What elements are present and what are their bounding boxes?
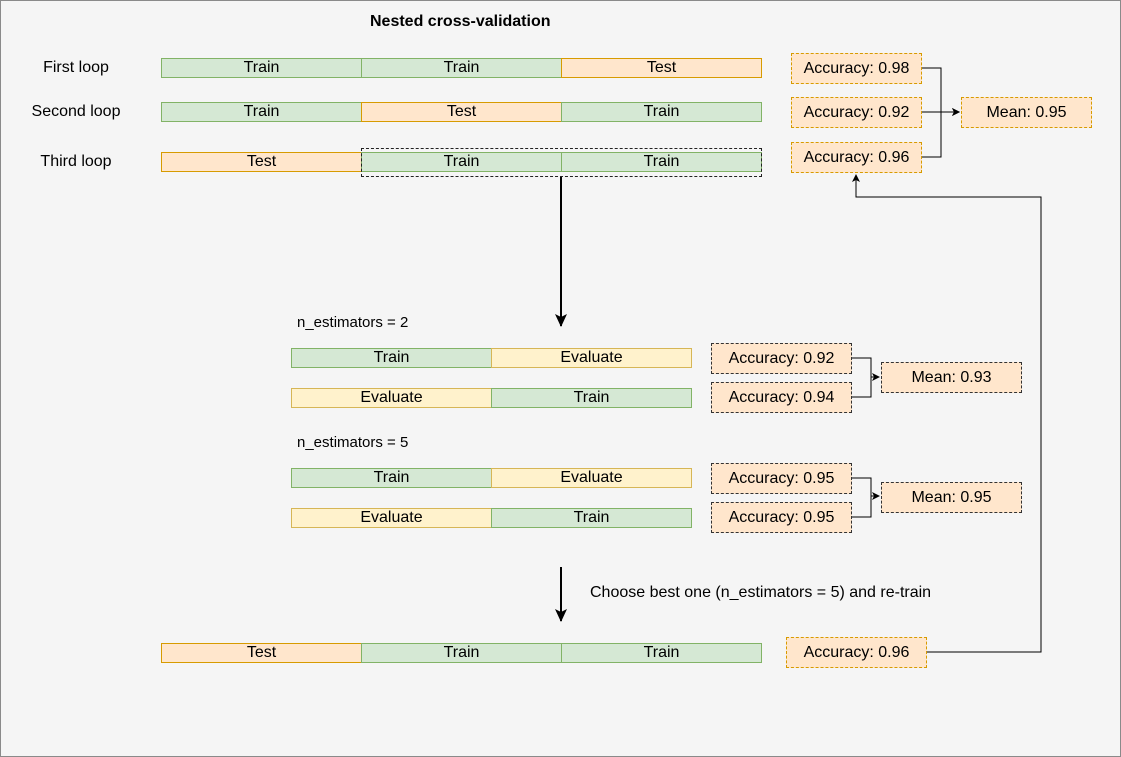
row-label-first-loop: First loop — [43, 59, 109, 76]
final-accuracy-box: Accuracy: 0.96 — [786, 637, 927, 668]
fold-test: Test — [161, 643, 362, 663]
connector-acc3-mean — [921, 112, 942, 158]
accuracy-box: Accuracy: 0.96 — [791, 142, 922, 173]
fold-evaluate: Evaluate — [291, 388, 492, 408]
fold-train: Train — [361, 58, 562, 78]
mean-box: Mean: 0.95 — [961, 97, 1092, 128]
connector-inner1-acc1 — [851, 357, 880, 381]
fold-train: Train — [561, 102, 762, 122]
fold-train: Train — [491, 508, 692, 528]
fold-evaluate: Evaluate — [491, 348, 692, 368]
accuracy-box: Accuracy: 0.95 — [711, 463, 852, 494]
fold-train: Train — [291, 348, 492, 368]
row-label-second-loop: Second loop — [31, 103, 121, 120]
accuracy-box: Accuracy: 0.98 — [791, 53, 922, 84]
fold-train: Train — [161, 58, 362, 78]
diagram-title: Nested cross-validation — [370, 13, 551, 30]
mean-box: Mean: 0.95 — [881, 482, 1022, 513]
connector-inner2-acc2 — [851, 496, 872, 518]
connector-inner2-acc1 — [851, 477, 880, 500]
fold-test: Test — [361, 102, 562, 122]
fold-train: Train — [561, 152, 762, 172]
fold-train: Train — [291, 468, 492, 488]
fold-evaluate: Evaluate — [491, 468, 692, 488]
mean-box: Mean: 0.93 — [881, 362, 1022, 393]
connector-acc1-mean — [921, 67, 960, 116]
accuracy-box: Accuracy: 0.94 — [711, 382, 852, 413]
fold-train: Train — [561, 643, 762, 663]
connector-final-feedback — [852, 174, 1042, 653]
fold-train: Train — [491, 388, 692, 408]
accuracy-box: Accuracy: 0.92 — [711, 343, 852, 374]
connector-inner1-acc2 — [851, 377, 872, 398]
inner-label-n-estimators-2: n_estimators = 2 — [297, 314, 409, 331]
accuracy-box: Accuracy: 0.95 — [711, 502, 852, 533]
fold-test: Test — [161, 152, 362, 172]
accuracy-box: Accuracy: 0.92 — [791, 97, 922, 128]
fold-test: Test — [561, 58, 762, 78]
fold-train: Train — [161, 102, 362, 122]
inner-label-n-estimators-5: n_estimators = 5 — [297, 434, 409, 451]
choose-best-text: Choose best one (n_estimators = 5) and r… — [590, 584, 932, 601]
fold-evaluate: Evaluate — [291, 508, 492, 528]
fold-train: Train — [361, 643, 562, 663]
fold-train: Train — [361, 152, 562, 172]
row-label-third-loop: Third loop — [40, 153, 112, 170]
